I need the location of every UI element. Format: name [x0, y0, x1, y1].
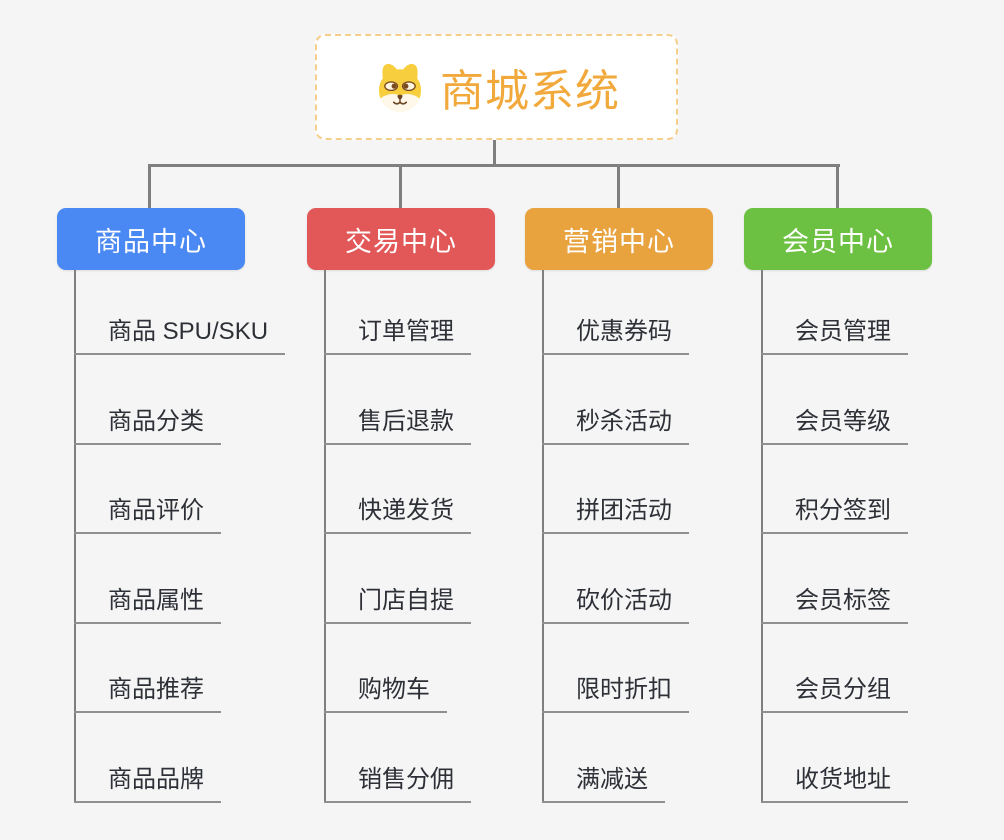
branch-label: 营销中心 — [563, 226, 675, 257]
leaf-node[interactable]: 商品分类 — [74, 409, 221, 445]
leaf-node[interactable]: 拼团活动 — [542, 498, 689, 534]
connector-trunk — [74, 270, 76, 803]
leaf-node[interactable]: 售后退款 — [324, 409, 471, 445]
leaf-node[interactable]: 销售分佣 — [324, 767, 471, 803]
branch-label: 交易中心 — [345, 226, 457, 257]
connector-horizontal-bar — [149, 164, 840, 167]
leaf-node[interactable]: 满减送 — [542, 767, 665, 803]
leaf-node[interactable]: 秒杀活动 — [542, 409, 689, 445]
leaf-node[interactable]: 快递发货 — [324, 498, 471, 534]
leaf-node[interactable]: 购物车 — [324, 677, 447, 713]
branch-label: 商品中心 — [95, 226, 207, 257]
leaf-node[interactable]: 会员分组 — [761, 677, 908, 713]
branch-label: 会员中心 — [782, 226, 894, 257]
leaf-node[interactable]: 会员管理 — [761, 319, 908, 355]
connector-drop-marketing — [617, 164, 620, 208]
leaf-node[interactable]: 会员等级 — [761, 409, 908, 445]
branch-product-center[interactable]: 商品中心 — [57, 208, 245, 270]
connector-drop-product — [148, 164, 151, 208]
root-node[interactable]: 商城系统 — [315, 34, 678, 140]
leaf-node[interactable]: 限时折扣 — [542, 677, 689, 713]
branch-marketing-center[interactable]: 营销中心 — [525, 208, 713, 270]
leaf-node[interactable]: 会员标签 — [761, 588, 908, 624]
leaf-node[interactable]: 商品评价 — [74, 498, 221, 534]
leaf-node[interactable]: 收货地址 — [761, 767, 908, 803]
root-title: 商城系统 — [440, 67, 620, 116]
leaf-node[interactable]: 积分签到 — [761, 498, 908, 534]
leaf-node[interactable]: 商品品牌 — [74, 767, 221, 803]
branch-trade-center[interactable]: 交易中心 — [307, 208, 495, 270]
dog-icon — [378, 63, 422, 112]
leaf-node[interactable]: 门店自提 — [324, 588, 471, 624]
connector-drop-member — [836, 164, 839, 208]
leaf-node[interactable]: 优惠券码 — [542, 319, 689, 355]
branch-member-center[interactable]: 会员中心 — [744, 208, 932, 270]
connector-drop-trade — [399, 164, 402, 208]
leaf-node[interactable]: 商品推荐 — [74, 677, 221, 713]
leaf-node[interactable]: 商品 SPU/SKU — [74, 319, 286, 355]
connector-trunk — [324, 270, 326, 803]
connector-trunk — [542, 270, 544, 803]
leaf-node[interactable]: 订单管理 — [324, 319, 471, 355]
connector-trunk — [761, 270, 763, 803]
leaf-node[interactable]: 砍价活动 — [542, 588, 689, 624]
connector-root-drop — [493, 140, 496, 167]
leaf-node[interactable]: 商品属性 — [74, 588, 221, 624]
